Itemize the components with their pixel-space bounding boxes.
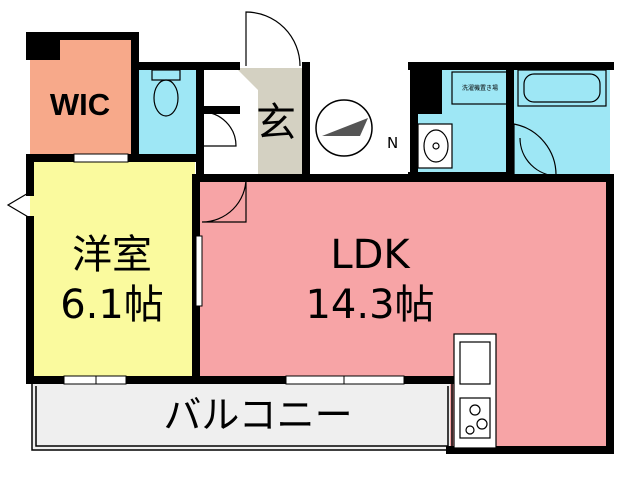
balcony-area	[32, 382, 450, 450]
entrance-label: 玄	[256, 100, 296, 146]
doors	[6, 11, 559, 223]
balcony-inner	[35, 386, 449, 447]
wic-label: WIC	[50, 87, 110, 122]
toilet-fixture	[151, 69, 181, 117]
bathtub	[517, 69, 607, 107]
compass: N	[315, 99, 398, 157]
entrance-area	[236, 68, 306, 176]
washbasin	[417, 123, 453, 169]
entrance-walls	[196, 62, 310, 182]
western-room	[30, 158, 195, 380]
kitchen	[453, 333, 497, 449]
balcony-label: バルコニー	[163, 393, 352, 437]
ldk-label-line2: 14.3帖	[305, 282, 434, 328]
washer-label: 洗濯機置き場	[462, 84, 498, 92]
ldk-label-line1: LDK	[330, 232, 411, 278]
washer-space: 洗濯機置き場	[451, 71, 509, 105]
toilet-room	[137, 66, 200, 158]
western-label-line1: 洋室	[72, 232, 152, 278]
balcony-walls	[31, 382, 453, 451]
compass-needle	[322, 118, 368, 136]
bathroom	[510, 62, 610, 176]
wash-bath-walls	[408, 62, 614, 182]
windows	[63, 153, 405, 385]
western-label-line2: 6.1帖	[60, 282, 164, 328]
compass-label: N	[387, 134, 398, 152]
